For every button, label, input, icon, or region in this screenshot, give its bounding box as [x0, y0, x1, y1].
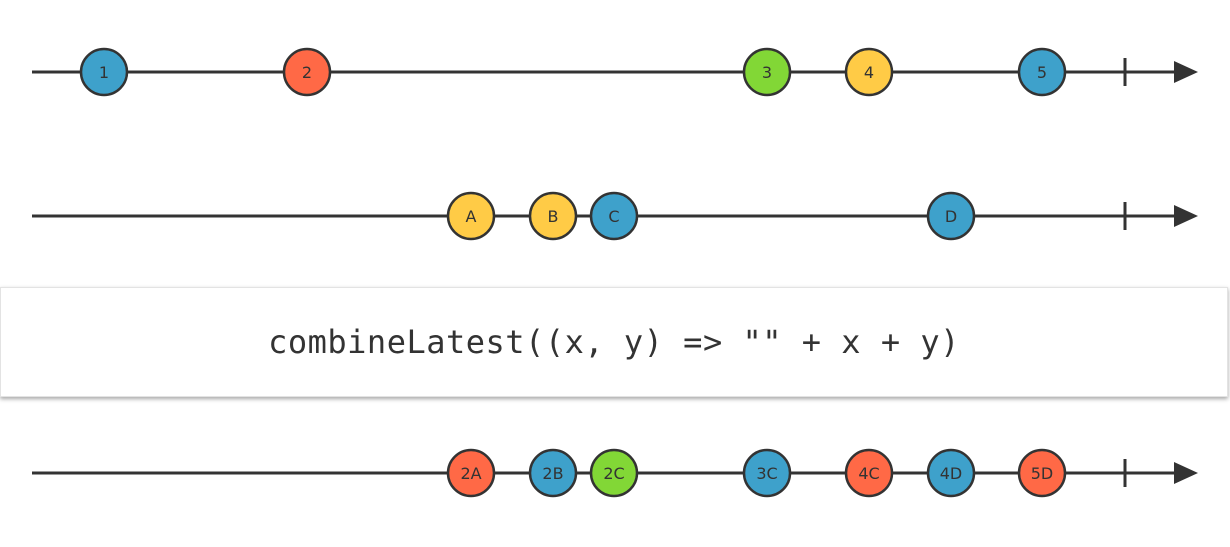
- marble-label: 3: [762, 63, 772, 82]
- marble-circle: [742, 47, 792, 97]
- marble-circle: [1017, 448, 1067, 498]
- marble-circle: [844, 47, 894, 97]
- marble-circle: [446, 191, 496, 241]
- marble: 2: [282, 47, 332, 97]
- marble-label: 4C: [858, 464, 879, 483]
- marble-circle: [742, 448, 792, 498]
- marble-label: 3C: [756, 464, 777, 483]
- marble-circle: [589, 191, 639, 241]
- marble-label: 2A: [460, 464, 481, 483]
- marble-label: 2B: [542, 464, 563, 483]
- marble-label: 4D: [940, 464, 963, 483]
- marble: 3C: [742, 448, 792, 498]
- timeline-arrowhead: [1174, 462, 1198, 484]
- marble-circle: [528, 448, 578, 498]
- marble-label: C: [608, 207, 619, 226]
- marble: 2C: [589, 448, 639, 498]
- marble-circle: [589, 448, 639, 498]
- operator-box: combineLatest((x, y) => "" + x + y): [0, 287, 1228, 397]
- marble-label: A: [466, 207, 477, 226]
- marble: 4C: [844, 448, 894, 498]
- marble: 2A: [446, 448, 496, 498]
- marble: 4: [844, 47, 894, 97]
- marble: 3: [742, 47, 792, 97]
- marble-circle: [528, 191, 578, 241]
- marble: B: [528, 191, 578, 241]
- marble-label: 4: [864, 63, 874, 82]
- marble-label: 2C: [603, 464, 624, 483]
- marble: A: [446, 191, 496, 241]
- marble: 5: [1017, 47, 1067, 97]
- marble: 5D: [1017, 448, 1067, 498]
- marble-circle: [282, 47, 332, 97]
- marble-label: D: [945, 207, 957, 226]
- operator-label: combineLatest((x, y) => "" + x + y): [268, 323, 960, 361]
- marble: 2B: [528, 448, 578, 498]
- marble-circle: [926, 448, 976, 498]
- input-stream-1: 1 2 3 4 5: [32, 47, 1198, 97]
- marble: 1: [79, 47, 129, 97]
- marble-circle: [844, 448, 894, 498]
- marble-label: 2: [302, 63, 312, 82]
- marble-circle: [79, 47, 129, 97]
- marble-label: B: [548, 207, 559, 226]
- marble: C: [589, 191, 639, 241]
- timeline-arrowhead: [1174, 61, 1198, 83]
- marble-circle: [446, 448, 496, 498]
- marble-circle: [1017, 47, 1067, 97]
- input-stream-2: A B C D: [32, 191, 1198, 241]
- marble-label: 1: [99, 63, 109, 82]
- marble: 4D: [926, 448, 976, 498]
- marble: D: [926, 191, 976, 241]
- output-stream: 2A 2B 2C 3C 4C 4D 5D: [32, 448, 1198, 498]
- timeline-arrowhead: [1174, 205, 1198, 227]
- marble-label: 5D: [1031, 464, 1054, 483]
- marble-label: 5: [1037, 63, 1047, 82]
- marble-circle: [926, 191, 976, 241]
